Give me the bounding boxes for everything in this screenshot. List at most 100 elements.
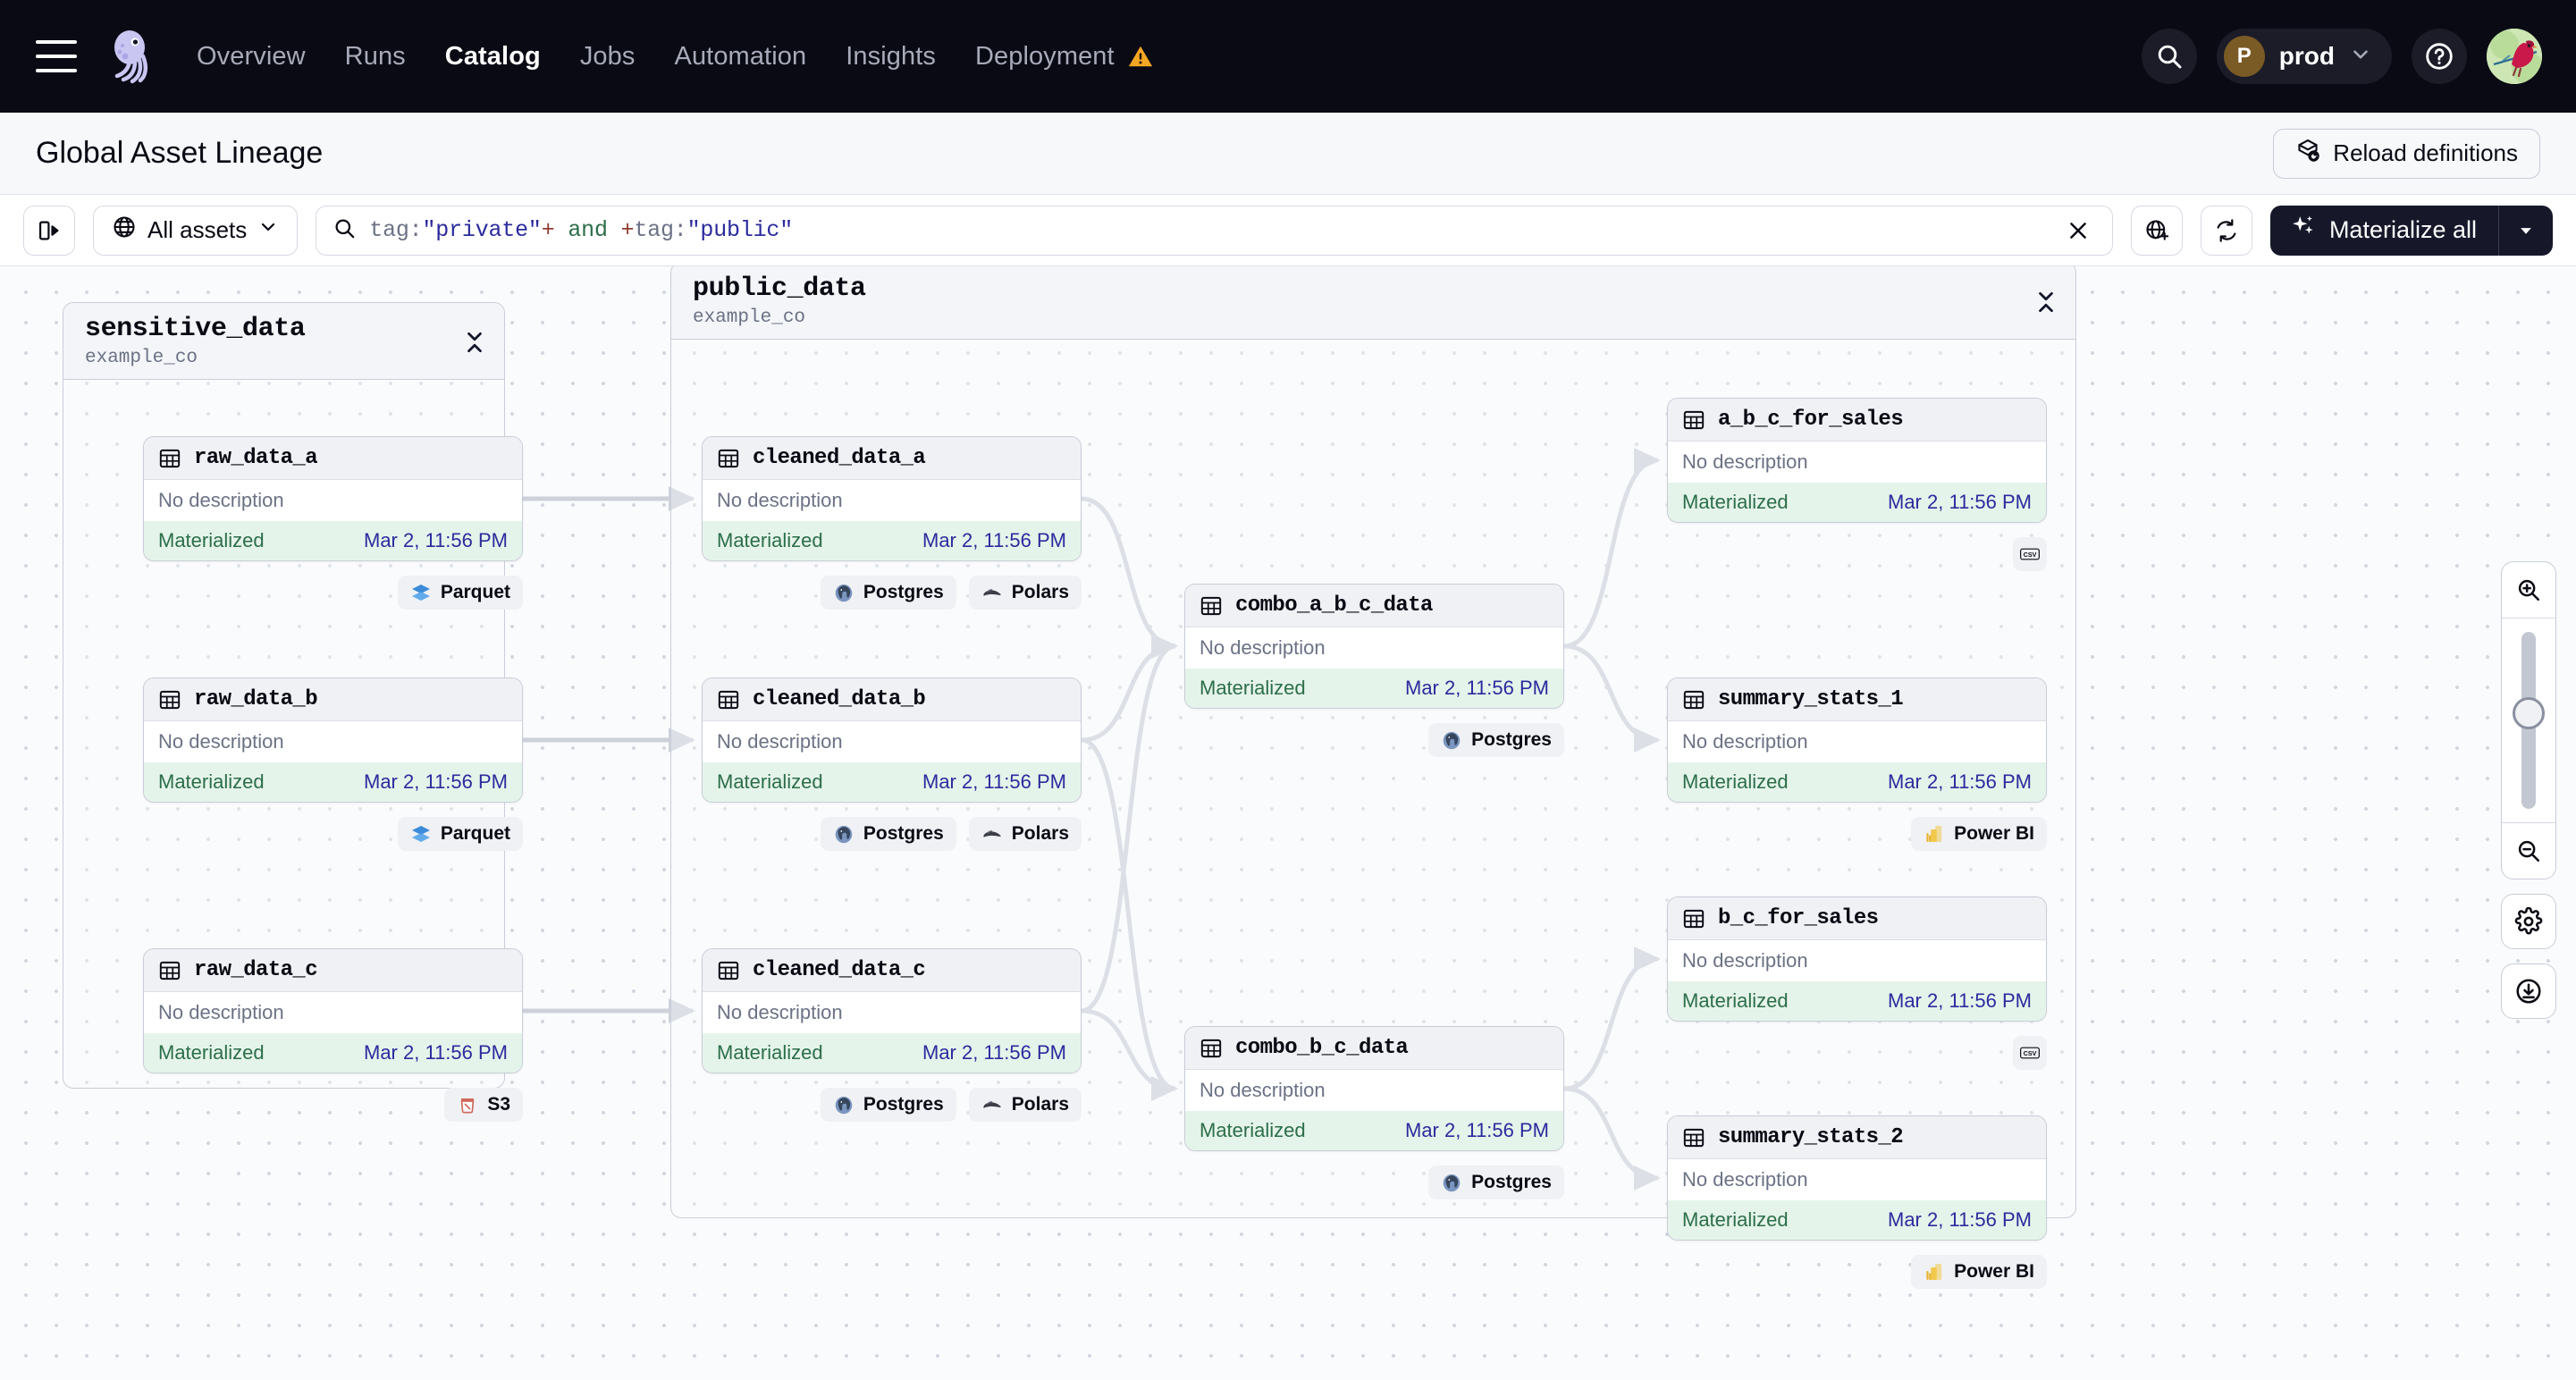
close-x-icon[interactable] (2060, 213, 2096, 248)
materialization-timestamp[interactable]: Mar 2, 11:56 PM (922, 529, 1066, 551)
badge-csv[interactable]: CSV (2013, 537, 2047, 571)
zoom-slider-thumb[interactable] (2513, 696, 2545, 729)
search-input[interactable]: tag:"private"+ and +tag:"public" (316, 205, 2113, 256)
asset-badge-row: S3 (143, 1088, 523, 1122)
csv-icon: CSV (2020, 546, 2040, 562)
materialization-timestamp[interactable]: Mar 2, 11:56 PM (364, 1041, 508, 1064)
chevron-down-icon (257, 216, 279, 244)
postgres-icon (833, 1094, 854, 1115)
materialization-timestamp[interactable]: Mar 2, 11:56 PM (922, 770, 1066, 793)
zoom-slider[interactable] (2502, 618, 2555, 822)
nav-link-catalog[interactable]: Catalog (444, 41, 541, 71)
collapse-icon[interactable] (2036, 290, 2056, 319)
reload-definitions-button[interactable]: Reload definitions (2273, 128, 2540, 179)
nav-link-runs[interactable]: Runs (344, 41, 406, 71)
nav-link-jobs[interactable]: Jobs (579, 41, 636, 71)
badge-label: Parquet (440, 582, 510, 602)
materialization-timestamp[interactable]: Mar 2, 11:56 PM (1888, 491, 2032, 513)
avatar[interactable] (2487, 29, 2542, 84)
deployment-switcher[interactable]: P prod (2216, 29, 2392, 84)
collapse-icon[interactable] (465, 330, 484, 359)
nav-link-deployment[interactable]: Deployment (974, 41, 1115, 71)
asset-card-header: combo_b_c_data (1185, 1027, 1563, 1070)
materialization-timestamp[interactable]: Mar 2, 11:56 PM (1405, 677, 1549, 699)
gear-icon[interactable] (2501, 894, 2556, 949)
materialization-timestamp[interactable]: Mar 2, 11:56 PM (1888, 989, 2032, 1012)
powerbi-icon (1924, 823, 1945, 845)
nav-link-insights[interactable]: Insights (846, 41, 936, 71)
zoom-out-icon[interactable] (2502, 823, 2555, 879)
refresh-icon[interactable] (2200, 205, 2252, 256)
badge-postgres[interactable]: Postgres (820, 817, 956, 851)
warning-triangle-icon (1127, 43, 1154, 70)
globe-plus-icon[interactable] (2130, 205, 2183, 256)
badge-csv[interactable]: CSV (2013, 1036, 2047, 1070)
materialization-timestamp[interactable]: Mar 2, 11:56 PM (1405, 1119, 1549, 1141)
download-circle-icon[interactable] (2501, 963, 2556, 1019)
badge-polars[interactable]: Polars (968, 1088, 1082, 1122)
panel-expand-icon[interactable] (23, 205, 75, 256)
badge-s3[interactable]: S3 (444, 1088, 523, 1122)
materialize-dropdown-toggle[interactable] (2499, 222, 2553, 240)
asset-badge-row: CSV (1667, 1036, 2047, 1070)
search-icon[interactable] (2141, 29, 2197, 84)
asset-scope-select[interactable]: All assets (93, 205, 299, 256)
table-icon (1200, 1037, 1223, 1060)
materialization-timestamp[interactable]: Mar 2, 11:56 PM (364, 770, 508, 793)
nav-link-automation[interactable]: Automation (674, 41, 807, 71)
materialization-timestamp[interactable]: Mar 2, 11:56 PM (1888, 1208, 2032, 1231)
badge-postgres[interactable]: Postgres (820, 576, 956, 610)
materialization-timestamp[interactable]: Mar 2, 11:56 PM (922, 1041, 1066, 1064)
badge-postgres[interactable]: Postgres (1428, 1165, 1564, 1199)
badge-label: S3 (487, 1094, 510, 1115)
badge-power-bi[interactable]: Power BI (1911, 1255, 2047, 1289)
hamburger-icon[interactable] (36, 40, 77, 72)
materialization-timestamp[interactable]: Mar 2, 11:56 PM (1888, 770, 2032, 793)
dagster-logo-icon[interactable] (100, 25, 163, 88)
nav-link-overview[interactable]: Overview (197, 41, 306, 71)
materialization-timestamp[interactable]: Mar 2, 11:56 PM (364, 529, 508, 551)
badge-postgres[interactable]: Postgres (1428, 723, 1564, 757)
question-circle-icon[interactable] (2412, 29, 2467, 84)
asset-card-header: combo_a_b_c_data (1185, 585, 1563, 627)
badge-postgres[interactable]: Postgres (820, 1088, 956, 1122)
badge-parquet[interactable]: Parquet (397, 817, 523, 851)
materialize-all-button[interactable]: Materialize all (2269, 205, 2553, 256)
polars-icon (981, 582, 1003, 603)
asset-badge-row: Postgres Polars (702, 817, 1082, 851)
badge-polars[interactable]: Polars (968, 576, 1082, 610)
badge-parquet[interactable]: Parquet (397, 576, 523, 610)
badge-power-bi[interactable]: Power BI (1911, 817, 2047, 851)
asset-description: No description (1682, 949, 1808, 972)
zoom-in-icon[interactable] (2502, 562, 2555, 618)
badge-polars[interactable]: Polars (968, 817, 1082, 851)
